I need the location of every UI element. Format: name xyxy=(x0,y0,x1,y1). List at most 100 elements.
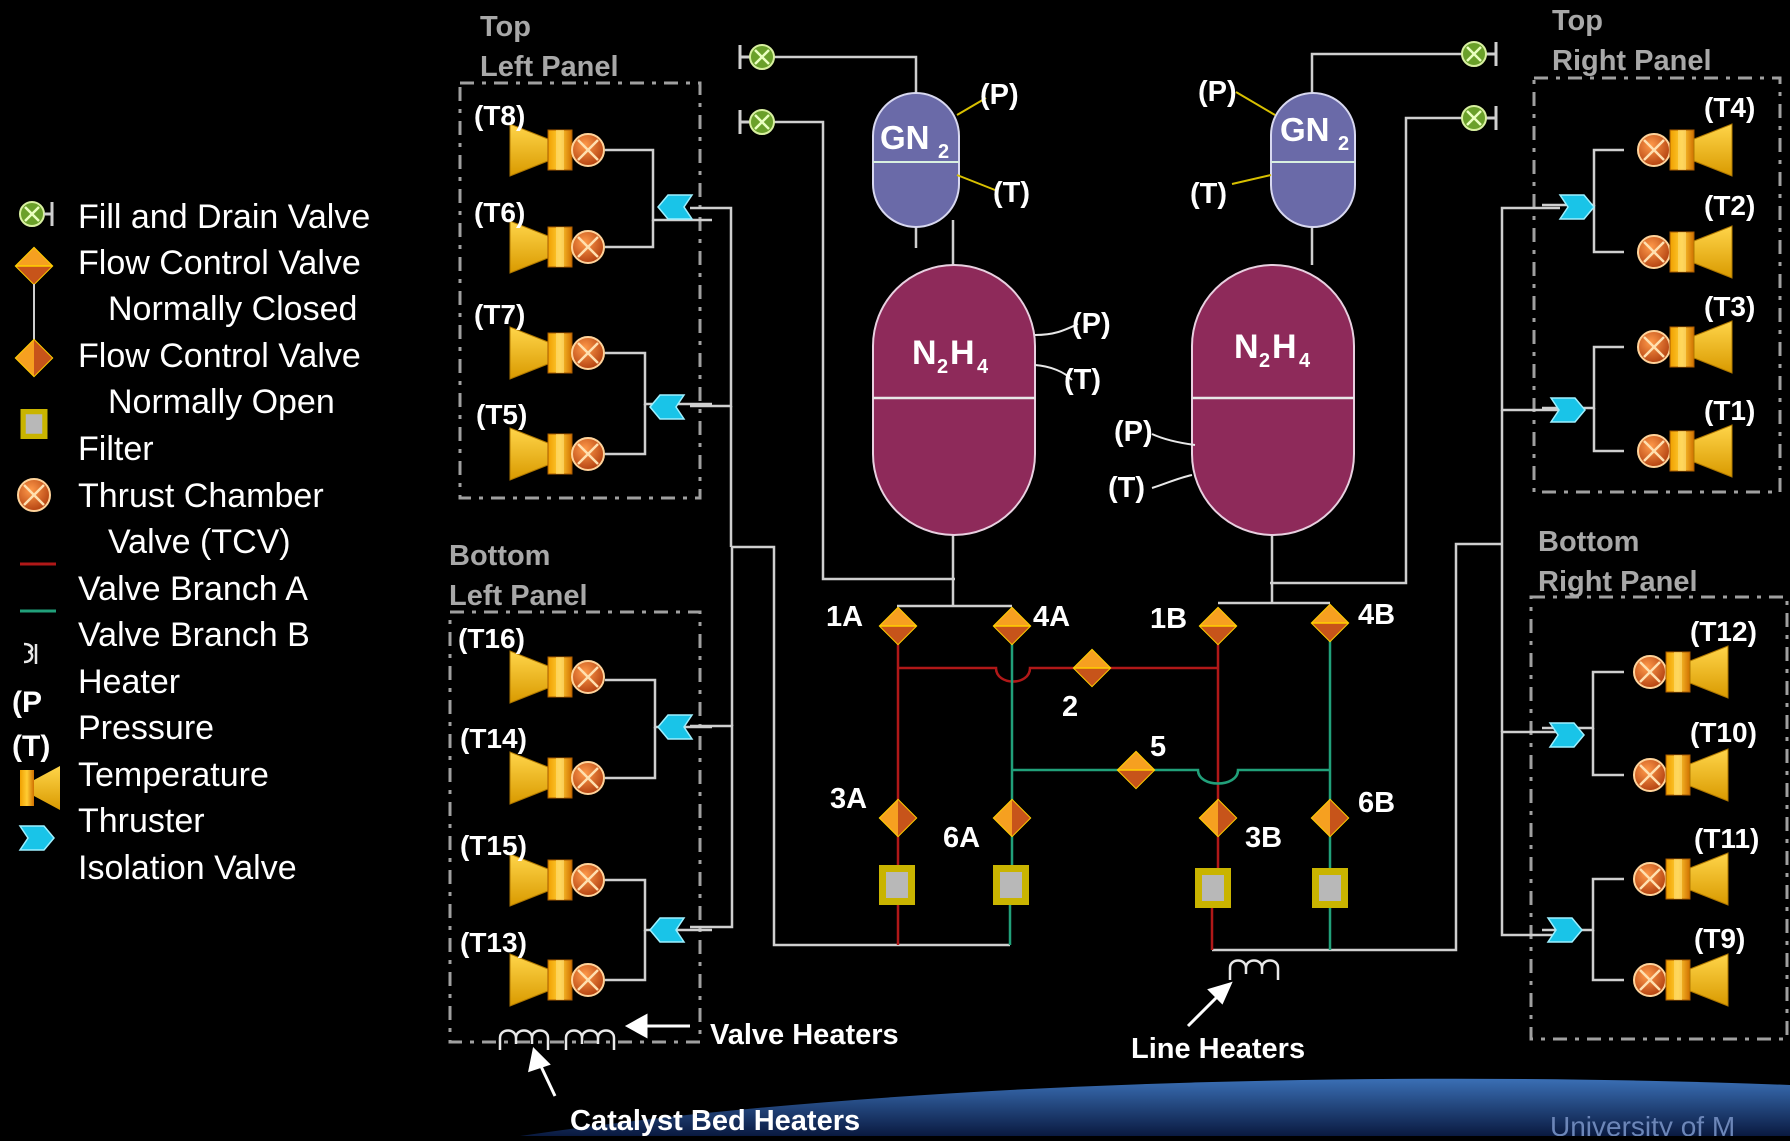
top-left-panel-box xyxy=(458,81,702,500)
legend-icons xyxy=(15,201,60,851)
thruster-t15[interactable] xyxy=(509,853,606,907)
label-t5: (T5) xyxy=(476,399,527,430)
isolation-valve-bottom-right-1[interactable] xyxy=(1549,722,1585,748)
thruster-t3[interactable] xyxy=(1636,320,1733,374)
earth-horizon xyxy=(520,1078,1790,1136)
gn2-right-pressure: (P) xyxy=(1198,76,1237,108)
legend-fcv-open-1: Flow Control Valve xyxy=(78,337,361,375)
label-t14: (T14) xyxy=(460,723,527,754)
thruster-t11[interactable] xyxy=(1632,852,1729,906)
thruster-t7[interactable] xyxy=(509,326,606,380)
gn2-left-temp: (T) xyxy=(993,177,1030,209)
sensor-leaders-n2h4 xyxy=(1034,323,1196,489)
gn2-left-label: GN xyxy=(880,119,930,156)
valve-1b[interactable] xyxy=(1199,607,1237,645)
thruster-t6[interactable] xyxy=(509,220,606,274)
line-heater xyxy=(1228,959,1280,982)
label-t12: (T12) xyxy=(1690,616,1757,647)
thruster-t10[interactable] xyxy=(1632,748,1729,802)
temperature-icon xyxy=(20,766,60,810)
valve-label-3a: 3A xyxy=(830,783,867,815)
valve-6a[interactable] xyxy=(993,799,1031,837)
thruster-t13[interactable] xyxy=(509,953,606,1007)
valve-1a[interactable] xyxy=(879,607,917,645)
thruster-icon xyxy=(19,825,55,851)
thruster-t5[interactable] xyxy=(509,427,606,481)
valve-label-5: 5 xyxy=(1150,731,1166,763)
fill-drain-valve-gn2-right-2[interactable] xyxy=(1460,104,1498,132)
n2h4-left-pressure: (P) xyxy=(1072,308,1111,340)
valve-4b[interactable] xyxy=(1311,604,1349,642)
valve-label-1a: 1A xyxy=(826,601,863,633)
legend-tcv-1: Thrust Chamber xyxy=(78,477,324,515)
valve-4a[interactable] xyxy=(993,607,1031,645)
valve-label-6a: 6A xyxy=(943,822,980,854)
label-t13: (T13) xyxy=(460,927,527,958)
legend-heater: Heater xyxy=(78,663,180,701)
n2h4-left-h: H xyxy=(950,334,975,372)
bottom-right-panel-box xyxy=(1529,595,1789,1041)
n2h4-left-temp: (T) xyxy=(1064,364,1101,396)
fill-drain-valve-gn2-left-1[interactable] xyxy=(738,43,776,71)
thruster-t16[interactable] xyxy=(509,650,606,704)
thruster-t12[interactable] xyxy=(1632,645,1729,699)
label-t1: (T1) xyxy=(1704,395,1755,426)
legend-p-symbol: (P xyxy=(12,686,42,719)
gn2-right-subscript: 2 xyxy=(1338,133,1349,155)
annotation-arrows xyxy=(528,981,1233,1097)
top-right-panel-box xyxy=(1532,76,1782,494)
thruster-t2[interactable] xyxy=(1636,225,1733,279)
sensor-leaders-gn2 xyxy=(956,91,1276,191)
n2h4-right-h: H xyxy=(1272,328,1297,366)
label-t8: (T8) xyxy=(474,100,525,131)
catalyst-bed-heater-1 xyxy=(498,1029,550,1052)
thruster-t9[interactable] xyxy=(1632,953,1729,1007)
footer-text: University of M xyxy=(1550,1111,1735,1136)
catalyst-heaters-label: Catalyst Bed Heaters xyxy=(570,1105,860,1136)
valve-label-3b: 3B xyxy=(1245,822,1282,854)
valve-2[interactable] xyxy=(1073,649,1111,687)
filter-3a xyxy=(879,865,915,905)
gn2-left-subscript: 2 xyxy=(938,141,949,163)
valve-3a[interactable] xyxy=(879,799,917,837)
valve-label-4b: 4B xyxy=(1358,599,1395,631)
legend-branch-b: Valve Branch B xyxy=(78,616,310,654)
legend-t-symbol: (T) xyxy=(12,730,50,763)
label-t7: (T7) xyxy=(474,299,525,330)
fill-drain-valve-gn2-left-2[interactable] xyxy=(738,108,776,136)
thruster-t1[interactable] xyxy=(1636,424,1733,478)
legend-fill-drain: Fill and Drain Valve xyxy=(78,198,370,236)
legend-temperature: Temperature xyxy=(78,756,269,794)
valve-6b[interactable] xyxy=(1311,799,1349,837)
legend-thruster: Thruster xyxy=(78,802,205,840)
fill-drain-valve-gn2-right-1[interactable] xyxy=(1460,40,1498,68)
legend-branch-a: Valve Branch A xyxy=(78,570,308,608)
isolation-valve-top-left-1[interactable] xyxy=(657,194,693,220)
valve-label-6b: 6B xyxy=(1358,787,1395,819)
label-t4: (T4) xyxy=(1704,92,1755,123)
thruster-t8[interactable] xyxy=(509,123,606,177)
legend-fcv-closed-1: Flow Control Valve xyxy=(78,244,361,282)
filter-icon xyxy=(20,409,48,439)
label-t15: (T15) xyxy=(460,830,527,861)
isolation-valve-top-left-2[interactable] xyxy=(649,394,685,420)
branch-b-lines xyxy=(1008,623,1332,950)
label-t11: (T11) xyxy=(1694,823,1759,854)
valve-label-2: 2 xyxy=(1062,691,1078,723)
valve-5[interactable] xyxy=(1117,751,1155,789)
thruster-t14[interactable] xyxy=(509,751,606,805)
valve-label-1b: 1B xyxy=(1150,603,1187,635)
valve-3b[interactable] xyxy=(1199,799,1237,837)
panel-label-bottom-right-2: Right Panel xyxy=(1538,566,1698,598)
gn2-right-temp: (T) xyxy=(1190,178,1227,210)
valve-heaters-label: Valve Heaters xyxy=(710,1019,899,1051)
thruster-t4[interactable] xyxy=(1636,123,1733,177)
legend-fcv-open-2: Normally Open xyxy=(108,383,335,421)
label-t9: (T9) xyxy=(1694,923,1745,954)
n2h4-left-sub2: 4 xyxy=(977,356,989,378)
n2h4-right-temp: (T) xyxy=(1108,472,1145,504)
n2h4-right-pressure: (P) xyxy=(1114,416,1153,448)
isolation-valve-top-right-1[interactable] xyxy=(1559,194,1595,220)
fill-drain-valve-icon xyxy=(19,201,54,227)
